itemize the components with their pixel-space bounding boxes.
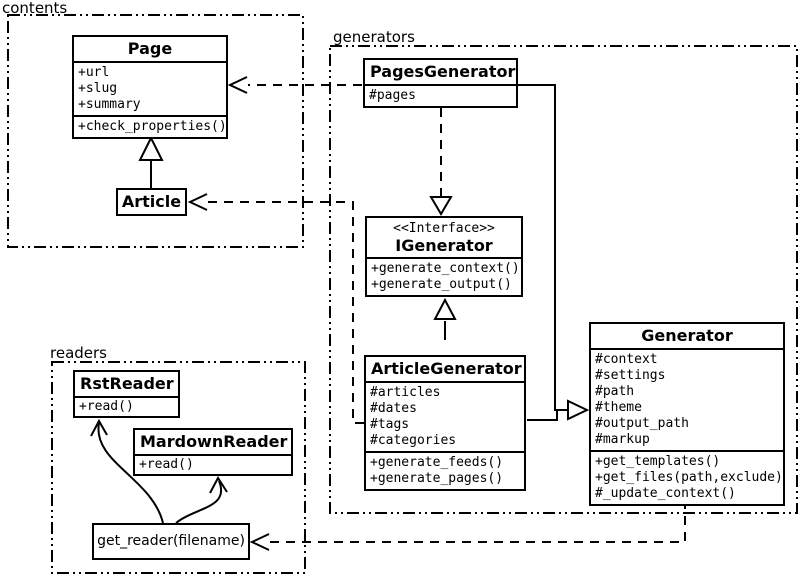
- class-title: RstReader: [80, 374, 174, 393]
- class-method: +read(): [79, 399, 134, 414]
- class-methods: +get_templates() +get_files(path,exclude…: [591, 450, 783, 504]
- class-igenerator: <<Interface>> IGenerator +generate_conte…: [365, 216, 523, 297]
- hollow-triangle-icon: [433, 297, 457, 320]
- class-method: +get_templates(): [595, 454, 721, 469]
- class-methods: +check_properties(): [74, 115, 227, 137]
- class-attributes: #pages: [365, 84, 516, 106]
- class-attribute: #categories: [370, 433, 457, 448]
- class-method: +read(): [139, 457, 194, 472]
- class-mardownreader: MardownReader +read(): [133, 428, 293, 476]
- class-generator: Generator #context #settings #path #them…: [589, 322, 785, 506]
- open-arrowhead-icon: [187, 193, 208, 211]
- class-pagesgenerator: PagesGenerator #pages: [363, 58, 518, 108]
- class-title: MardownReader: [140, 432, 288, 451]
- class-method: +generate_feeds(): [370, 455, 504, 470]
- class-method: +get_files(path,exclude): [595, 470, 783, 485]
- dependency-line-articlegenerator-article: [208, 201, 364, 424]
- class-attribute: +summary: [78, 97, 141, 112]
- dependency-line-generator-getreader: [270, 500, 686, 543]
- hollow-triangle-icon: [429, 196, 453, 216]
- function-get-reader: get_reader(filename): [92, 523, 250, 560]
- inheritance-line-pagesgenerator-generator: [518, 84, 568, 411]
- class-attributes: #context #settings #path #theme #output_…: [591, 348, 783, 450]
- class-title: Page: [127, 39, 173, 58]
- class-attributes: #articles #dates #tags #categories: [366, 381, 524, 451]
- class-title: PagesGenerator: [370, 62, 516, 81]
- class-attribute: #path: [595, 384, 635, 399]
- open-arrowhead-icon: [227, 76, 248, 94]
- class-attribute: #markup: [595, 432, 650, 447]
- hollow-triangle-icon: [138, 135, 164, 161]
- class-attribute: #tags: [370, 417, 410, 432]
- class-page: Page +url +slug +summary +check_properti…: [72, 35, 228, 139]
- class-attribute: #articles: [370, 385, 441, 400]
- package-border-contents: [7, 14, 304, 248]
- class-attributes: +url +slug +summary: [74, 61, 226, 115]
- package-label-generators: generators: [333, 28, 415, 46]
- class-attribute: #theme: [595, 400, 642, 415]
- hollow-triangle-icon: [567, 399, 590, 421]
- class-article: Article: [116, 188, 187, 216]
- inheritance-line-articlegenerator-generator: [527, 411, 558, 421]
- class-methods: +read(): [135, 454, 291, 474]
- class-method: #_update_context(): [595, 486, 736, 501]
- package-border-readers: [51, 361, 306, 574]
- class-articlegenerator: ArticleGenerator #articles #dates #tags …: [364, 355, 526, 491]
- class-stereotype: <<Interface>>: [393, 221, 495, 236]
- class-title: ArticleGenerator: [371, 359, 522, 378]
- class-title: Article: [121, 192, 182, 211]
- open-arrowhead-icon: [249, 533, 270, 551]
- class-method: +generate_output(): [371, 277, 512, 292]
- arrow-line-getreader-mardownreader: [175, 480, 223, 524]
- arrow-line-getreader-rstreader: [97, 422, 164, 524]
- class-title: Generator: [641, 326, 733, 345]
- class-attribute: #output_path: [595, 416, 689, 431]
- class-method: +generate_pages(): [370, 471, 504, 486]
- class-attribute: #context: [595, 352, 658, 367]
- class-methods: +read(): [75, 396, 178, 416]
- package-border-generators: [329, 45, 798, 514]
- class-rstreader: RstReader +read(): [73, 370, 180, 418]
- class-attribute: #dates: [370, 401, 417, 416]
- class-method: +check_properties(): [78, 119, 227, 134]
- class-attribute: +url: [78, 65, 110, 80]
- class-attribute: #pages: [369, 88, 416, 103]
- package-label-readers: readers: [50, 344, 107, 362]
- open-arrowhead-icon: [90, 418, 108, 437]
- class-title: IGenerator: [395, 236, 493, 255]
- class-methods: +generate_feeds() +generate_pages(): [366, 451, 524, 489]
- class-attribute: +slug: [78, 81, 118, 96]
- package-label-contents: contents: [2, 0, 68, 17]
- class-method: +generate_context(): [371, 261, 520, 276]
- class-methods: +generate_context() +generate_output(): [367, 257, 521, 295]
- open-arrowhead-icon: [209, 476, 228, 494]
- class-attribute: #settings: [595, 368, 666, 383]
